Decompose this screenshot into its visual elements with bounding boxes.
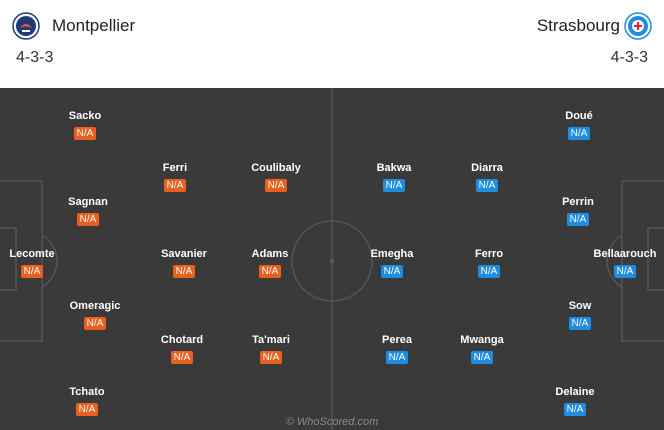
- player-rating: N/A: [477, 265, 501, 278]
- player-name: Tchato: [69, 386, 105, 398]
- player-rating: N/A: [563, 403, 587, 416]
- player-name: Ta'mari: [252, 334, 290, 346]
- player-name: Mwanga: [460, 334, 504, 346]
- player-name: Sagnan: [68, 196, 108, 208]
- player-doue[interactable]: Doué N/A: [539, 110, 619, 141]
- player-chotard[interactable]: Chotard N/A: [142, 334, 222, 365]
- player-rating: N/A: [264, 179, 288, 192]
- player-name: Ferro: [474, 248, 504, 260]
- player-savanier[interactable]: Savanier N/A: [144, 248, 224, 279]
- player-name: Sow: [568, 300, 592, 312]
- player-coulibaly[interactable]: Coulibaly N/A: [236, 162, 316, 193]
- whoscored-watermark: © WhoScored.com: [285, 416, 379, 428]
- player-rating: N/A: [566, 213, 590, 226]
- pitch-markings: [0, 88, 664, 430]
- player-rating: N/A: [163, 179, 187, 192]
- player-sacko[interactable]: Sacko N/A: [45, 110, 125, 141]
- player-rating: N/A: [73, 127, 97, 140]
- away-formation: 4-3-3: [610, 49, 648, 66]
- player-name: Emegha: [370, 248, 414, 260]
- strasbourg-crest-icon: [624, 12, 652, 40]
- player-name: Diarra: [471, 162, 503, 174]
- player-name: Doué: [565, 110, 593, 122]
- player-rating: N/A: [567, 127, 591, 140]
- player-tamari[interactable]: Ta'mari N/A: [231, 334, 311, 365]
- home-team-name[interactable]: Montpellier: [52, 16, 136, 35]
- player-rating: N/A: [75, 403, 99, 416]
- player-rating: N/A: [20, 265, 44, 278]
- player-name: Bellaarouch: [593, 248, 657, 260]
- player-rating: N/A: [475, 179, 499, 192]
- player-emegha[interactable]: Emegha N/A: [352, 248, 432, 279]
- player-rating: N/A: [259, 351, 283, 364]
- player-bakwa[interactable]: Bakwa N/A: [354, 162, 434, 193]
- player-rating: N/A: [382, 179, 406, 192]
- player-rating: N/A: [83, 317, 107, 330]
- player-rating: N/A: [470, 351, 494, 364]
- player-rating: N/A: [385, 351, 409, 364]
- player-name: Sacko: [68, 110, 102, 122]
- player-name: Adams: [251, 248, 289, 260]
- match-header: Montpellier 4-3-3 Strasbourg 4-3-3: [0, 0, 664, 86]
- player-name: Chotard: [160, 334, 204, 346]
- player-name: Perea: [382, 334, 412, 346]
- player-rating: N/A: [170, 351, 194, 364]
- player-name: Lecomte: [9, 248, 55, 260]
- player-name: Omeragic: [69, 300, 121, 312]
- player-name: Ferri: [162, 162, 188, 174]
- player-mwanga[interactable]: Mwanga N/A: [442, 334, 522, 365]
- player-tchato[interactable]: Tchato N/A: [47, 386, 127, 417]
- player-rating: N/A: [568, 317, 592, 330]
- pitch: Sacko N/A Ferri N/A Coulibaly N/A Sagnan…: [0, 88, 664, 430]
- player-perrin[interactable]: Perrin N/A: [538, 196, 618, 227]
- player-rating: N/A: [172, 265, 196, 278]
- player-omeragic[interactable]: Omeragic N/A: [55, 300, 135, 331]
- montpellier-crest-icon: [12, 12, 40, 40]
- player-name: Bakwa: [376, 162, 412, 174]
- player-rating: N/A: [258, 265, 282, 278]
- player-lecomte[interactable]: Lecomte N/A: [0, 248, 72, 279]
- player-bellaarouch[interactable]: Bellaarouch N/A: [585, 248, 664, 279]
- player-sagnan[interactable]: Sagnan N/A: [48, 196, 128, 227]
- player-rating: N/A: [76, 213, 100, 226]
- player-sow[interactable]: Sow N/A: [540, 300, 620, 331]
- player-delaine[interactable]: Delaine N/A: [535, 386, 615, 417]
- player-name: Coulibaly: [251, 162, 301, 174]
- home-formation: 4-3-3: [16, 49, 54, 66]
- player-ferro[interactable]: Ferro N/A: [449, 248, 529, 279]
- player-perea[interactable]: Perea N/A: [357, 334, 437, 365]
- player-rating: N/A: [613, 265, 637, 278]
- player-ferri[interactable]: Ferri N/A: [135, 162, 215, 193]
- player-rating: N/A: [380, 265, 404, 278]
- player-name: Delaine: [555, 386, 595, 398]
- away-team-name[interactable]: Strasbourg: [536, 16, 620, 35]
- player-diarra[interactable]: Diarra N/A: [447, 162, 527, 193]
- player-name: Savanier: [161, 248, 207, 260]
- player-adams[interactable]: Adams N/A: [230, 248, 310, 279]
- player-name: Perrin: [562, 196, 594, 208]
